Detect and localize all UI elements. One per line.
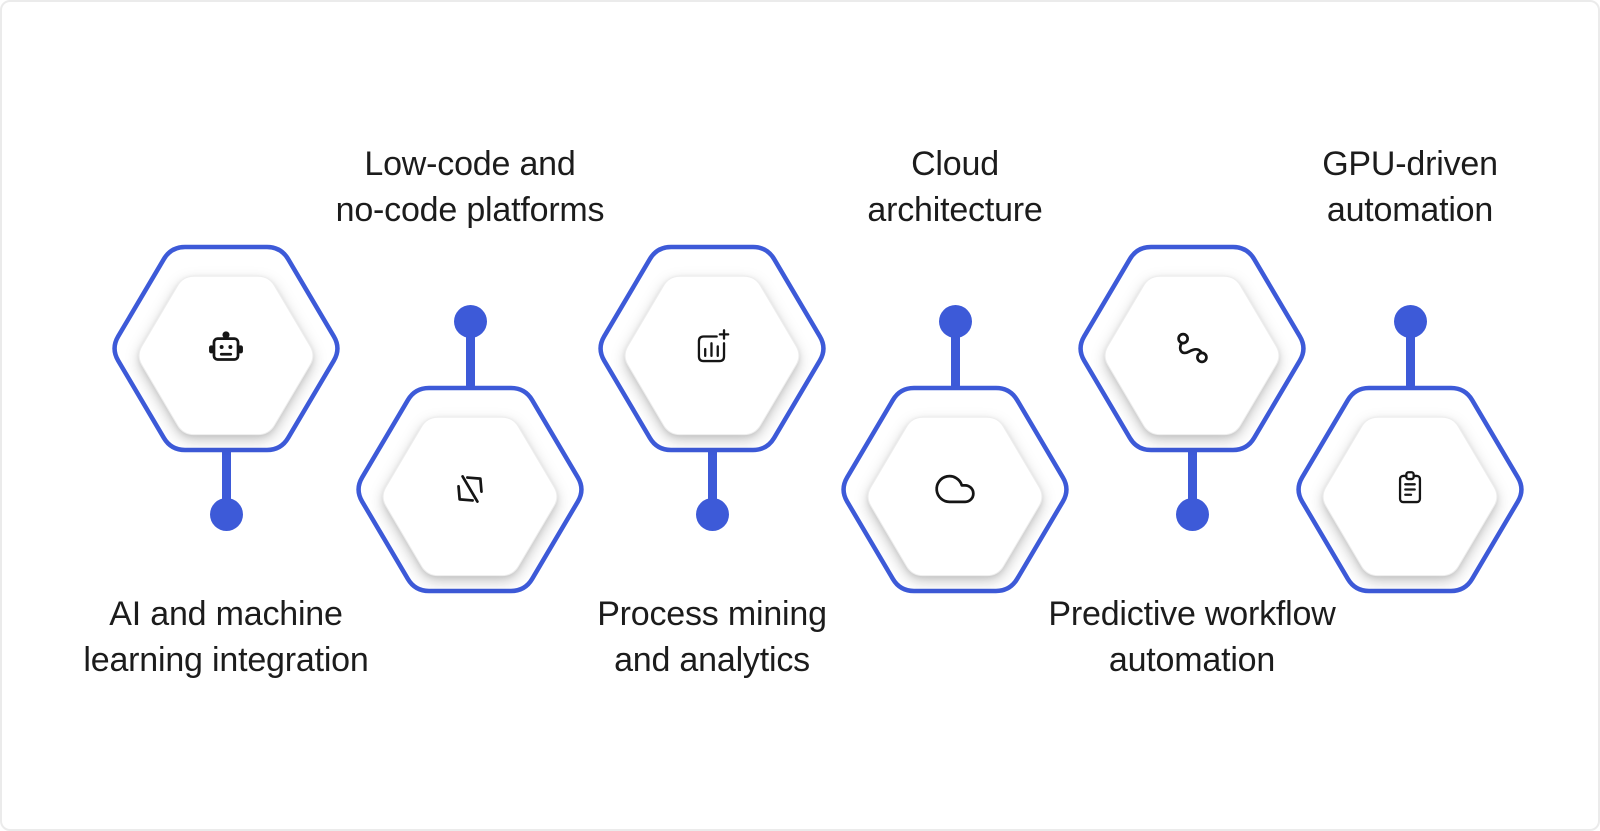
- hexagon-shape: [1077, 244, 1307, 453]
- item-label-line: Cloud: [911, 145, 999, 183]
- item-label-line: AI and machine: [109, 595, 343, 633]
- item-label-line: learning integration: [83, 641, 369, 679]
- workflow-route-icon: [1169, 325, 1215, 371]
- hexagon-shape: [840, 385, 1070, 594]
- connector-dot: [938, 305, 972, 338]
- connector-line: [465, 328, 475, 390]
- item-label-line: no-code platforms: [335, 191, 605, 229]
- connector-line: [1187, 446, 1197, 504]
- connector-line: [707, 446, 717, 504]
- item-label-line: GPU-driven: [1322, 145, 1498, 183]
- item-label: Cloud architecture: [740, 141, 1170, 233]
- connector-line: [221, 446, 231, 504]
- hexagon-shape: [111, 244, 341, 453]
- connector-dot: [209, 498, 243, 531]
- item-label: Low-code and no-code platforms: [255, 141, 685, 233]
- item-label-line: architecture: [867, 191, 1043, 229]
- item-label: AI and machine learning integration: [11, 591, 441, 683]
- item-label-line: and analytics: [614, 641, 810, 679]
- clipboard-list-icon: [1387, 466, 1433, 512]
- connector-dot: [1175, 498, 1209, 531]
- hexagon-shape: [355, 385, 585, 594]
- item-label: GPU-driven automation: [1195, 141, 1598, 233]
- item-label: Process mining and analytics: [497, 591, 927, 683]
- item-label-line: automation: [1326, 191, 1494, 229]
- connector-line: [950, 328, 960, 390]
- hexagon-shape: [1295, 385, 1525, 594]
- item-label-line: Process mining: [597, 595, 827, 633]
- connector-dot: [695, 498, 729, 531]
- item-label-line: automation: [1108, 641, 1276, 679]
- bar-chart-plus-icon: [689, 325, 735, 371]
- item-label-line: Predictive workflow: [1048, 595, 1336, 633]
- connector-line: [1405, 328, 1415, 390]
- item-label-line: Low-code and: [364, 145, 576, 183]
- connector-dot: [453, 305, 487, 338]
- hexagon-shape: [597, 244, 827, 453]
- item-label: Predictive workflow automation: [977, 591, 1407, 683]
- connector-dot: [1393, 305, 1427, 338]
- robot-icon: [203, 325, 249, 371]
- cloud-icon: [933, 467, 977, 511]
- code-brackets-icon: [447, 466, 493, 512]
